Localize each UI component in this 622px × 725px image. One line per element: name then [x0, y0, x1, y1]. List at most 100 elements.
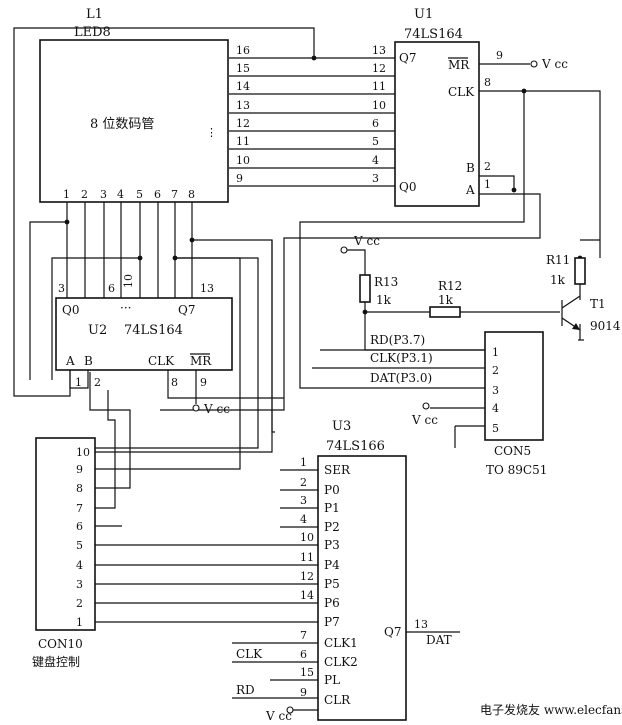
r12-body	[429, 306, 461, 318]
u3-label-p7: P7	[324, 615, 340, 629]
r11-ref: R11	[546, 253, 570, 267]
r11-body	[574, 257, 586, 285]
u1-part: 74LS164	[404, 27, 463, 42]
u2-a-label: A	[65, 354, 75, 368]
led8-pin-11: 11	[236, 135, 250, 148]
u3-label-p5: P5	[324, 577, 340, 591]
con5-dat-net: DAT(P3.0)	[370, 371, 432, 385]
u1-mr-pin: 9	[496, 49, 503, 62]
u3-vcc-label: V cc	[265, 709, 292, 723]
u3-chip-box	[317, 455, 407, 721]
led8-ref: L1	[86, 7, 103, 22]
u3-label-clk2: CLK2	[324, 655, 358, 669]
u3-pin-11: 11	[300, 551, 314, 564]
u3-pin-10: 10	[300, 531, 314, 544]
led8-pin-10: 10	[236, 154, 250, 167]
wire-u1q7-loop	[13, 27, 315, 397]
top-vcc-terminal	[340, 246, 348, 254]
u2-q0-label: Q0	[62, 303, 79, 317]
con5-pin-5: 5	[492, 422, 499, 435]
t1-ref: T1	[590, 297, 606, 311]
u2-pin-3: 3	[58, 282, 65, 295]
u1-chip-box	[394, 41, 480, 207]
u3-label-p1: P1	[324, 501, 340, 515]
u1-pin-12: 12	[372, 62, 386, 75]
u2-vcc-label: V cc	[203, 402, 230, 416]
u3-label-clk1: CLK1	[324, 636, 358, 650]
led8-pin-6: 6	[154, 188, 161, 201]
led8-pin-2: 2	[81, 188, 88, 201]
con10-ref: CON10	[38, 637, 83, 651]
con10-pin-10: 10	[76, 446, 90, 459]
u1-clk-pin: 8	[484, 76, 491, 89]
led8-pin-9: 9	[236, 172, 243, 185]
u2-pin-clk: 8	[171, 376, 178, 389]
r13-ref: R13	[374, 275, 398, 289]
con5-rd-net: RD(P3.7)	[370, 333, 425, 347]
u1-b-pin: 2	[484, 160, 491, 173]
con10-pin-6: 6	[76, 520, 83, 533]
wires	[13, 27, 601, 711]
led8-pin-3: 3	[100, 188, 107, 201]
u3-q7-label: Q7	[384, 625, 401, 639]
u2-pin-10: 10	[122, 274, 135, 288]
u2-ref: U2	[88, 323, 107, 338]
u2-pin-13: 13	[200, 282, 214, 295]
wire-kb-7	[95, 390, 116, 509]
u3-label-p3: P3	[324, 538, 340, 552]
u3-pin-14: 14	[300, 589, 314, 602]
watermark-text: 电子发烧友 www.elecfans.com	[480, 702, 622, 717]
u1-vcc-terminal	[530, 60, 538, 68]
wire-u2-ab	[69, 370, 89, 389]
u1-ref: U1	[414, 7, 433, 22]
con5-vcc-terminal	[422, 402, 430, 410]
u3-pin-12: 12	[300, 570, 314, 583]
led8-pin-14: 14	[236, 80, 250, 93]
u3-ref: U3	[332, 419, 351, 434]
u2-vcc-terminal	[192, 404, 200, 412]
wire-kb-9	[95, 257, 241, 470]
u3-pin-7: 7	[300, 629, 307, 642]
con10-pin-7: 7	[76, 502, 83, 515]
u2-pin-b: 2	[94, 376, 101, 389]
led8-part: LED8	[74, 25, 111, 40]
t1-transistor	[561, 295, 581, 331]
u3-dat-net: DAT	[426, 633, 452, 647]
con10-pin-8: 8	[76, 482, 83, 495]
con5-target: TO 89C51	[486, 463, 547, 477]
con10-pin-9: 9	[76, 463, 83, 476]
u1-vcc-label: V cc	[541, 57, 568, 71]
u2-mr-label: MR	[190, 354, 212, 368]
u1-a-label: A	[465, 183, 475, 197]
con5-box	[484, 331, 544, 441]
r11-value: 1k	[550, 273, 566, 287]
u3-pin-4: 4	[300, 513, 307, 526]
wire-vcc-top	[344, 249, 366, 260]
wire-u1-a	[160, 193, 541, 411]
u3-pin-9: 9	[300, 686, 307, 699]
u3-pins: SERP0P1P2P3P4P5P6P7CLK1CLK2PLCLR12341011…	[300, 456, 358, 707]
u3-label-clr: CLR	[324, 693, 351, 707]
u2-part: 74LS164	[124, 323, 183, 338]
t1-part: 9014	[590, 319, 621, 333]
wire-u1-b	[479, 175, 515, 190]
led8-dots: ⋮	[206, 126, 217, 139]
u1-b-label: B	[466, 161, 475, 175]
u3-label-p4: P4	[324, 558, 340, 572]
r13-value: 1k	[376, 293, 392, 307]
con5-clk-net: CLK(P3.1)	[370, 351, 433, 365]
wire-kb-b	[51, 257, 140, 380]
u3-label-p0: P0	[324, 483, 340, 497]
u3-q7-pin: 13	[414, 618, 428, 631]
u1-q0-label: Q0	[399, 180, 416, 194]
con10-pin-3: 3	[76, 578, 83, 591]
led8-pin-12: 12	[236, 117, 250, 130]
r12-ref: R12	[438, 279, 462, 293]
u3-label-p2: P2	[324, 520, 340, 534]
con5-pin-1: 1	[492, 346, 499, 359]
junctions	[64, 55, 583, 315]
